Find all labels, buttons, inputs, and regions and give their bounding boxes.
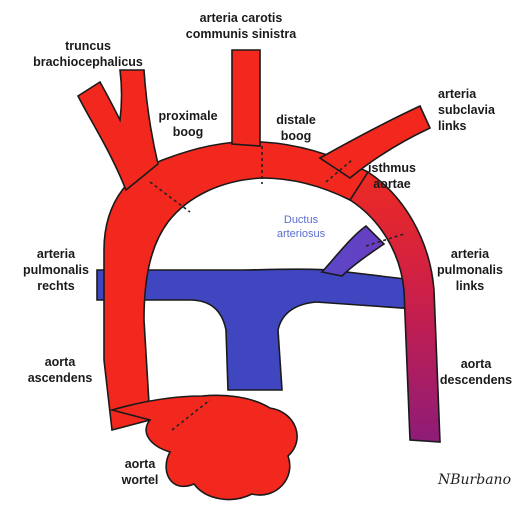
label-proximale-line1: proximale — [158, 109, 217, 123]
label-ductus-line1: Ductus — [284, 214, 319, 226]
label-isthmus-line1: isthmus — [368, 161, 416, 175]
label-pulm-links-line1: arteria — [451, 247, 490, 261]
label-pulm-rechts-line2: pulmonalis — [23, 263, 89, 277]
label-ascendens-line1: aorta — [45, 355, 77, 369]
label-descendens-line2: descendens — [440, 373, 512, 387]
label-carotis-line1: arteria carotis — [200, 11, 283, 25]
label-truncus-line1: truncus — [65, 39, 111, 53]
label-ductus-line2: arteriosus — [277, 228, 326, 240]
label-carotis-line2: communis sinistra — [186, 27, 297, 41]
truncus-brachiocephalicus-shape — [78, 70, 158, 190]
carotis-shape — [232, 50, 260, 146]
ductus-arteriosus-shape — [322, 226, 384, 276]
signature: NBurbano — [437, 472, 511, 488]
label-wortel-line1: aorta — [125, 457, 157, 471]
label-pulm-links-line3: links — [456, 279, 485, 293]
label-descendens-line1: aorta — [461, 357, 493, 371]
label-ascendens-line2: ascendens — [28, 371, 93, 385]
label-subclavia-line1: arteria — [438, 87, 477, 101]
label-proximale-line2: boog — [173, 125, 204, 139]
label-subclavia-line2: subclavia — [438, 103, 496, 117]
label-distale-line2: boog — [281, 129, 312, 143]
label-isthmus-line2: aortae — [373, 177, 411, 191]
label-truncus-line2: brachiocephalicus — [33, 55, 143, 69]
label-wortel-line2: wortel — [121, 473, 159, 487]
label-pulm-links-line2: pulmonalis — [437, 263, 503, 277]
label-subclavia-line3: links — [438, 119, 467, 133]
label-distale-line1: distale — [276, 113, 316, 127]
label-pulm-rechts-line1: arteria — [37, 247, 76, 261]
label-pulm-rechts-line3: rechts — [37, 279, 75, 293]
